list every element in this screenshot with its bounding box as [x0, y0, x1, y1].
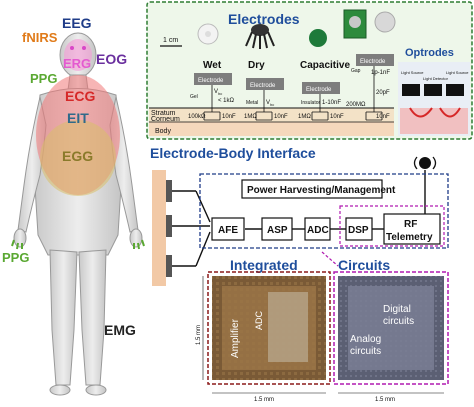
skin-layer — [149, 107, 394, 136]
chip-label-amplifier: Amplifier — [230, 318, 241, 358]
electrode-box-dry: Electrode — [246, 78, 284, 90]
electrodes-title: Electrodes — [228, 11, 300, 27]
chip-label-digital-2: circuits — [383, 316, 414, 327]
label-vhc-dry: Vhc — [266, 100, 274, 107]
value-r1: 100kΩ — [188, 114, 206, 120]
svg-text:Electrode: Electrode — [306, 87, 332, 93]
chip-right-frame — [333, 271, 449, 385]
rf-telemetry-block: RF Telemetry — [383, 213, 441, 245]
chip-left-frame — [207, 271, 331, 385]
value-r3: 1MΩ — [298, 114, 311, 120]
label-ppg-bottom: PPG — [2, 250, 29, 265]
optrode-label-detector: Light Detector — [423, 76, 449, 81]
svg-text:DSP: DSP — [348, 225, 369, 236]
svg-text:ADC: ADC — [307, 225, 329, 236]
capacitive-electrode-photo-2 — [374, 11, 396, 33]
svg-text:RF: RF — [404, 219, 417, 230]
label-vhc-wet: Vhc — [214, 89, 222, 96]
label-fnirs: fNIRS — [22, 30, 58, 45]
svg-text:Electrode: Electrode — [360, 59, 386, 65]
label-stratum: Stratum — [151, 110, 176, 117]
wet-electrode-photo — [197, 23, 219, 45]
label-metal: Metal — [246, 100, 258, 106]
label-emg: EMG — [104, 322, 136, 338]
value-r4: 200MΩ — [346, 102, 366, 108]
label-gel: Gel — [190, 94, 198, 100]
connection-arrows — [172, 170, 426, 267]
svg-text:Electrode: Electrode — [250, 83, 276, 89]
label-eit: EIT — [67, 110, 89, 126]
electrode-box-gap: Electrode — [356, 54, 394, 66]
label-insulator: Insulator — [301, 100, 321, 106]
chip-label-digital-1: Digital — [383, 304, 411, 315]
label-eog: EOG — [96, 51, 127, 67]
value-r2: 1MΩ — [244, 114, 257, 120]
chip-label-analog-1: Analog — [350, 334, 381, 345]
finger-electrodes — [11, 239, 145, 250]
value-c1: 10nF — [222, 114, 236, 120]
label-eeg: EEG — [62, 15, 92, 31]
torso-highlight-yellow — [40, 120, 116, 196]
interface-title: Electrode-Body Interface — [150, 145, 316, 161]
optrode-label-source-2: Light Source — [446, 70, 469, 75]
label-gap: Gap — [351, 68, 361, 74]
chip-left-adc-area — [268, 292, 308, 362]
electrode-box-wet: Electrode — [194, 73, 232, 85]
label-cap-capacitive: 1-10nF — [322, 100, 341, 106]
equivalent-circuits — [203, 66, 383, 121]
dry-electrode-photo — [245, 24, 275, 49]
chip-label-analog-2: circuits — [350, 346, 381, 357]
optrodes-title: Optrodes — [405, 47, 454, 59]
type-wet: Wet — [203, 60, 222, 71]
system-frame — [199, 173, 449, 249]
value-c4: 20pF — [376, 90, 390, 96]
ic-title-circuits: Circuits — [338, 257, 390, 273]
type-capacitive: Capacitive — [300, 60, 350, 71]
label-ecg: ECG — [65, 88, 95, 104]
eye-dot — [82, 46, 86, 50]
chip-label-adc: ADC — [254, 310, 264, 330]
optrodes-section — [398, 62, 470, 136]
svg-text:Power Harvesting/Management: Power Harvesting/Management — [247, 185, 396, 196]
chip-left-dim-vertical: 1.5 mm — [196, 325, 202, 345]
capacitive-pcb-photo — [343, 9, 367, 39]
label-r-wet: < 1kΩ — [218, 98, 235, 104]
value-c3: 10nF — [330, 114, 344, 120]
power-management-block: Power Harvesting/Management — [241, 179, 396, 199]
type-dry: Dry — [248, 60, 265, 71]
label-body: Body — [155, 128, 171, 135]
asp-block: ASP — [261, 217, 293, 241]
electrode-box-capacitive: Electrode — [302, 82, 340, 94]
value-c5: 10nF — [376, 114, 390, 120]
label-erg: ERG — [63, 56, 91, 71]
ic-title-integrated: Integrated — [230, 257, 298, 273]
chip-left-dim-horizontal: 1.5 mm — [254, 397, 274, 403]
value-c2: 10nF — [274, 114, 288, 120]
adc-block: ADC — [304, 217, 331, 241]
afe-block: AFE — [211, 217, 245, 241]
capacitive-electrode-photo — [309, 29, 327, 47]
label-corneum: Corneum — [151, 116, 180, 123]
label-egg: EGG — [62, 148, 93, 164]
chip-right-dim-horizontal: 1.5 mm — [375, 397, 395, 403]
digital-frame — [339, 205, 445, 247]
scale-label: 1 cm — [163, 37, 178, 44]
electrodes-panel — [146, 1, 473, 140]
optrode-label-source-1: Light Source — [401, 70, 424, 75]
label-ppg-top: PPG — [30, 71, 57, 86]
label-cap-gap: 1p-1nF — [371, 70, 390, 76]
svg-text:ASP: ASP — [267, 225, 288, 236]
antenna-icon — [413, 156, 437, 170]
dsp-block: DSP — [345, 217, 373, 241]
svg-text:Electrode: Electrode — [198, 78, 224, 84]
eye-dot — [70, 46, 74, 50]
electrode-strip — [152, 170, 172, 286]
ic-title-link — [321, 251, 339, 267]
svg-text:AFE: AFE — [218, 225, 238, 236]
svg-text:Telemetry: Telemetry — [386, 232, 433, 243]
chip-right-core — [348, 286, 434, 370]
